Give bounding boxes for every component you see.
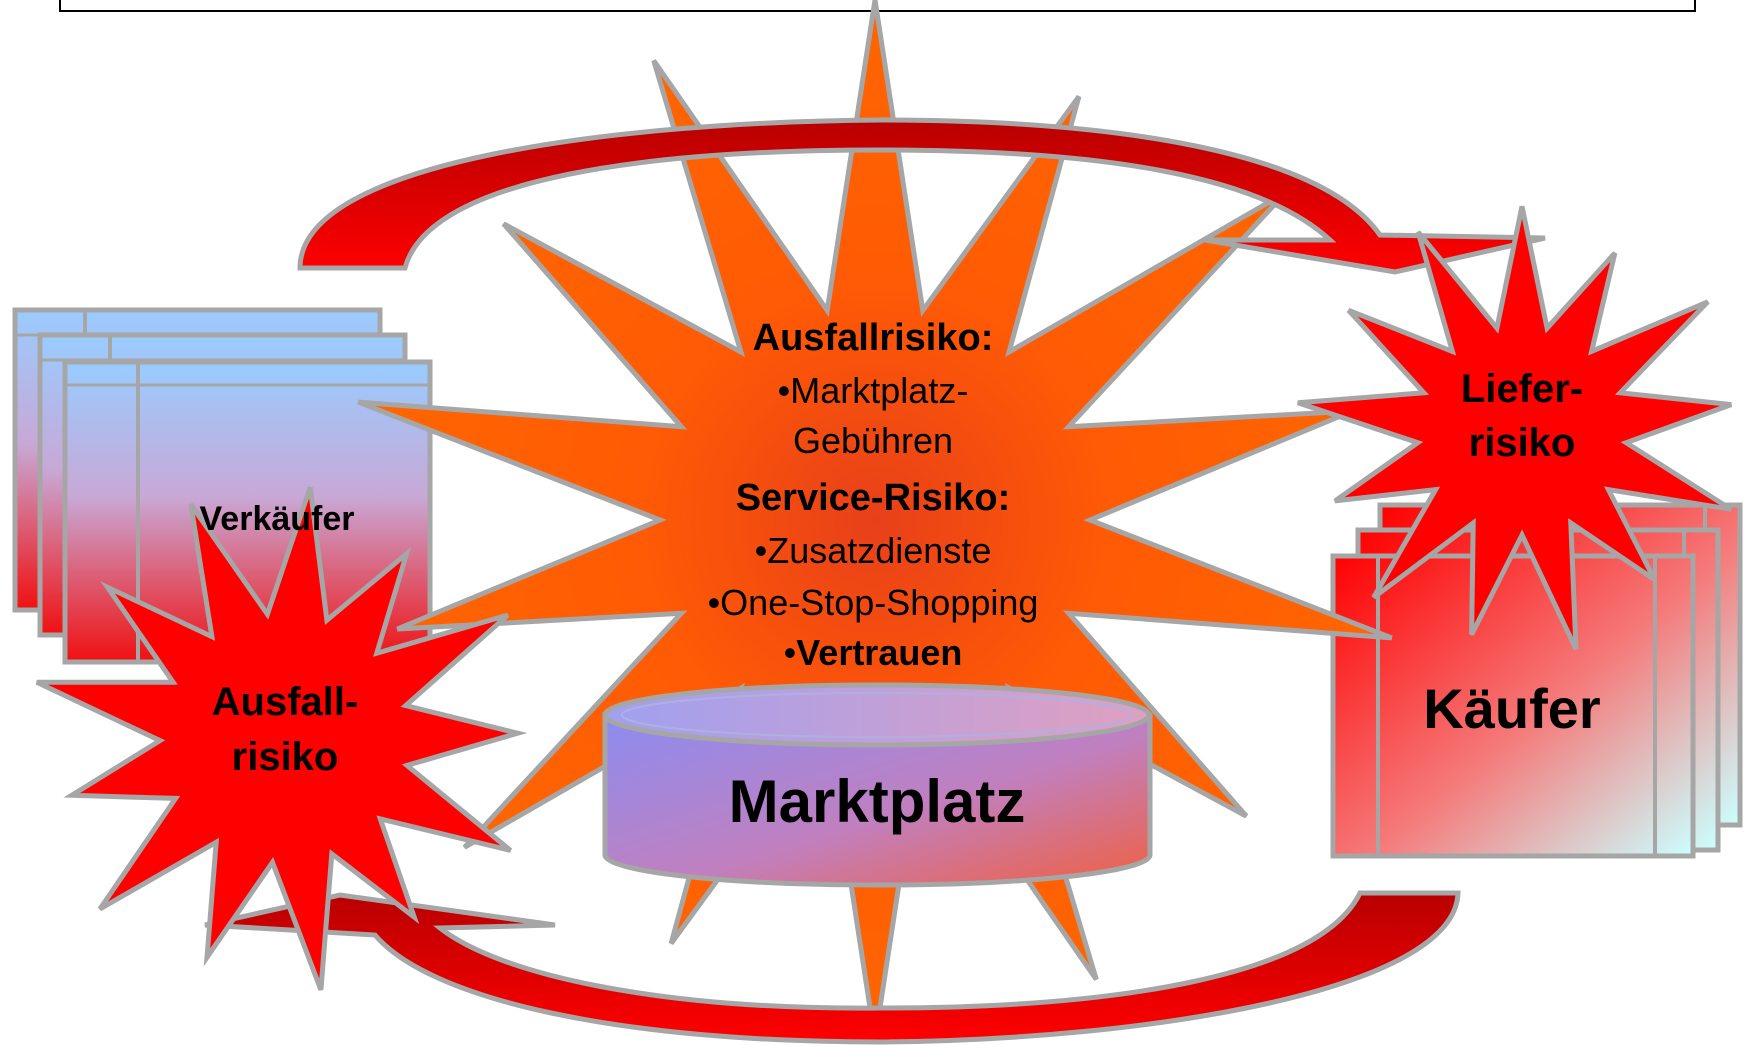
vertrauen-label: Vertrauen — [796, 632, 962, 673]
seller-risk-burst — [35, 486, 528, 991]
bottom-curved-arrow — [204, 890, 1461, 1045]
marketplace-cylinder — [602, 682, 1153, 888]
burst-item-marktplatz: •Marktplatz- — [778, 370, 969, 411]
burst-item-vertrauen: •Vertrauen — [784, 632, 963, 673]
burst-item-zusatzdienste: •Zusatzdienste — [755, 530, 992, 571]
top-curved-arrow — [297, 117, 1546, 275]
seller-label: Verkäufer — [200, 500, 355, 538]
buyer-risk-line-1: Liefer- — [1461, 367, 1583, 411]
seller-risk-line-1: Ausfall- — [212, 680, 359, 724]
seller-risk-line-2: risiko — [232, 735, 339, 779]
buyer-window-front — [1330, 553, 1696, 859]
burst-item-gebuehren: Gebühren — [793, 420, 953, 461]
buyer-label: Käufer — [1423, 677, 1600, 740]
burst-heading-ausfallrisiko: Ausfallrisiko: — [753, 317, 994, 359]
buyer-risk-line-2: risiko — [1469, 421, 1576, 465]
burst-item-one-stop-shopping: •One-Stop-Shopping — [708, 582, 1039, 623]
marketplace-label: Marktplatz — [729, 768, 1026, 835]
vertrauen-bullet: • — [784, 632, 797, 673]
buyer-risk-burst — [1297, 205, 1733, 651]
burst-heading-service-risiko: Service-Risiko: — [736, 477, 1011, 519]
